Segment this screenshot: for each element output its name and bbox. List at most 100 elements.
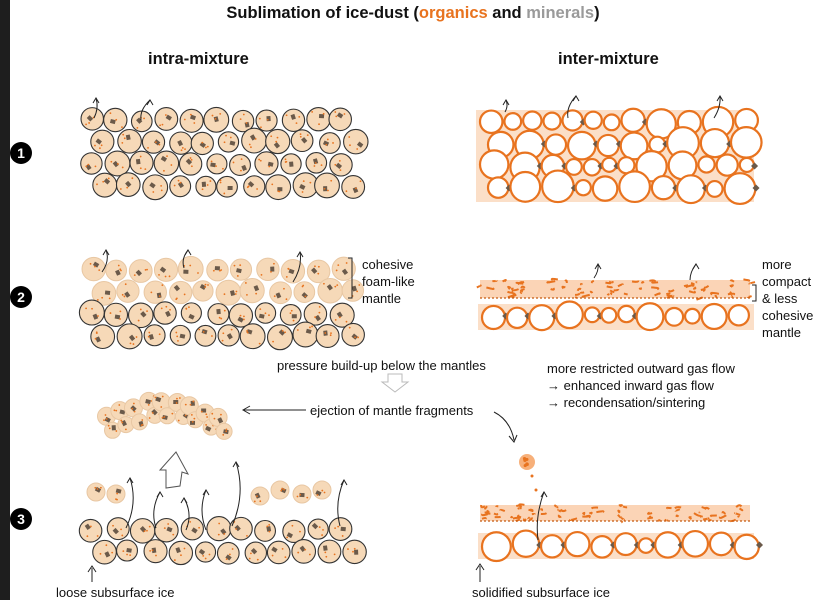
dust-grain	[217, 542, 239, 564]
dust-grain	[181, 303, 201, 323]
organic-speck	[149, 417, 151, 419]
organic-speck	[247, 186, 249, 188]
organic-speck	[300, 133, 302, 135]
organic-speck	[193, 418, 195, 420]
ice-grain	[740, 158, 754, 172]
organic-speck	[254, 501, 256, 503]
organic-speck	[280, 490, 282, 492]
ice-grain	[685, 309, 700, 324]
dust-grain	[216, 280, 241, 305]
organic-speck	[246, 122, 248, 124]
organic-speck	[90, 263, 92, 265]
organic-speck	[144, 530, 146, 532]
organic-filament	[531, 518, 533, 519]
organic-speck	[335, 115, 337, 117]
ice-grain	[529, 305, 554, 330]
organic-speck	[178, 420, 180, 422]
arrow-head	[181, 498, 187, 503]
organic-speck	[100, 487, 102, 489]
organic-speck	[158, 144, 160, 146]
organic-speck	[268, 166, 270, 168]
organic-speck	[155, 397, 157, 399]
ice-grain	[702, 304, 727, 329]
organic-filament	[541, 513, 547, 514]
organic-speck	[304, 549, 306, 551]
organic-speck	[162, 417, 164, 419]
organic-speck	[309, 554, 311, 556]
organic-speck	[266, 525, 268, 527]
organic-speck	[96, 332, 98, 334]
ice-grain	[568, 132, 596, 160]
organic-speck	[155, 141, 157, 143]
organic-speck	[115, 119, 117, 121]
organic-speck	[223, 533, 225, 535]
organic-speck	[97, 488, 99, 490]
organic-speck	[190, 157, 192, 159]
dust-grain	[207, 154, 227, 174]
intra-mantle-remnants-step3	[87, 481, 331, 505]
organic-speck	[297, 496, 299, 498]
dust-grain	[316, 325, 339, 348]
organic-speck	[358, 284, 360, 286]
organic-speck	[318, 123, 320, 125]
organic-speck	[125, 428, 127, 430]
organic-speck	[286, 276, 288, 278]
organic-speck	[237, 275, 239, 277]
organic-speck	[114, 409, 116, 411]
inter-layer-step1	[476, 107, 762, 204]
organic-speck	[171, 413, 173, 415]
mineral-inclusion	[228, 186, 233, 190]
organic-speck	[220, 318, 222, 320]
organic-speck	[177, 340, 179, 342]
organic-speck	[174, 185, 176, 187]
organic-speck	[349, 144, 351, 146]
organic-speck	[246, 535, 248, 537]
loose-ice-label: loose subsurface ice	[56, 584, 175, 600]
ice-grain	[593, 176, 617, 200]
organic-speck	[175, 332, 177, 334]
organic-speck	[124, 137, 126, 139]
organic-speck	[110, 112, 112, 114]
ice-grain	[576, 180, 591, 195]
ice-grain	[725, 173, 756, 204]
organic-speck	[273, 263, 275, 265]
organic-speck	[224, 293, 226, 295]
organic-speck	[129, 554, 131, 556]
organic-filament	[607, 286, 613, 287]
organic-speck	[192, 401, 194, 403]
organic-speck	[169, 275, 171, 277]
organic-speck	[260, 126, 262, 128]
organic-speck	[178, 180, 180, 182]
organic-speck	[298, 116, 300, 118]
ejection-pointer-line-right	[494, 412, 514, 440]
organic-filament	[652, 282, 658, 283]
organic-speck	[346, 190, 348, 192]
dust-grain	[118, 130, 142, 154]
ice-grain	[618, 306, 634, 322]
organic-speck	[160, 406, 162, 408]
organic-speck	[236, 291, 238, 293]
organic-speck	[269, 531, 271, 533]
organic-speck	[122, 167, 124, 169]
dust-grain	[91, 130, 114, 153]
organic-speck	[133, 343, 135, 345]
organic-speck	[225, 430, 227, 432]
organic-speck	[249, 558, 251, 560]
organic-speck	[88, 122, 90, 124]
organic-speck	[284, 331, 286, 333]
organic-speck	[306, 497, 308, 499]
mineral-inclusion	[266, 116, 270, 121]
organic-speck	[249, 144, 251, 146]
organic-speck	[223, 193, 225, 195]
organic-speck	[260, 160, 262, 162]
organic-speck	[354, 336, 356, 338]
organic-speck	[270, 271, 272, 273]
organic-speck	[220, 414, 222, 416]
organic-speck	[192, 421, 194, 423]
ejection-label: ejection of mantle fragments	[310, 402, 473, 419]
organic-speck	[230, 137, 232, 139]
organic-speck	[318, 266, 320, 268]
organic-speck	[259, 118, 261, 120]
organic-speck	[87, 164, 89, 166]
organic-speck	[162, 396, 164, 398]
